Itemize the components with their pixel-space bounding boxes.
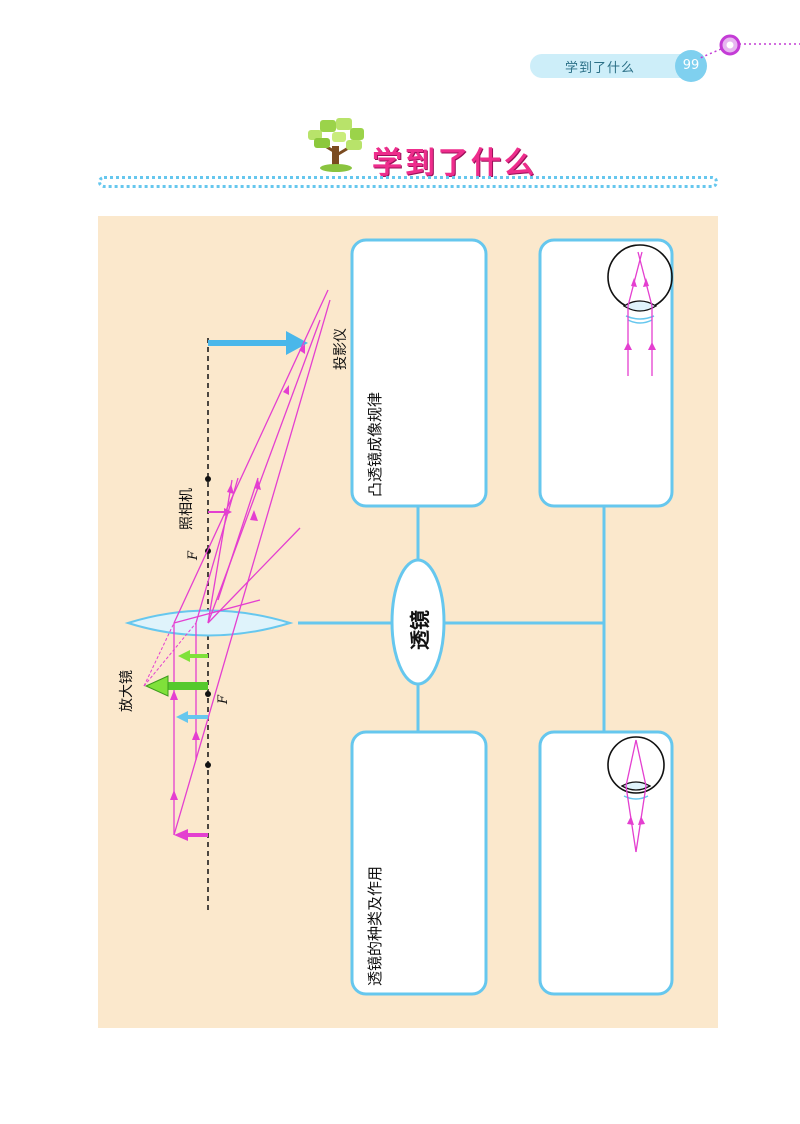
- center-ellipse: [390, 558, 446, 686]
- focal-point-label: F: [186, 550, 201, 560]
- focal-point-label: F: [216, 694, 231, 704]
- header-dotted-decoration: [700, 34, 800, 59]
- page-number: 99: [675, 50, 707, 82]
- box-convex-lens-rules: [350, 238, 488, 508]
- projector-image-arrow: [286, 331, 308, 355]
- eye-icon: [607, 736, 665, 853]
- running-title: 学到了什么: [565, 61, 636, 76]
- tree-icon: [308, 118, 364, 172]
- magnifier-image-arrow: [144, 675, 169, 697]
- dotted-divider: [98, 176, 718, 188]
- convex-lens: [124, 609, 294, 637]
- section-title: 学到了什么: [372, 146, 537, 181]
- magnifier-label: 放大镜: [119, 670, 135, 712]
- projector-label: 投影仪: [333, 328, 349, 370]
- eye-icon: [607, 244, 673, 376]
- box-label-lens-types: 透镜的种类及作用: [366, 865, 384, 986]
- camera-label: 照相机: [179, 488, 195, 530]
- box-lens-types: [350, 730, 488, 996]
- center-label: 透镜: [408, 610, 432, 650]
- box-label-convex-lens-rules: 凸透镜成像规律: [366, 391, 384, 497]
- header-bar: [530, 54, 700, 78]
- box-eye-bottom: [538, 730, 674, 996]
